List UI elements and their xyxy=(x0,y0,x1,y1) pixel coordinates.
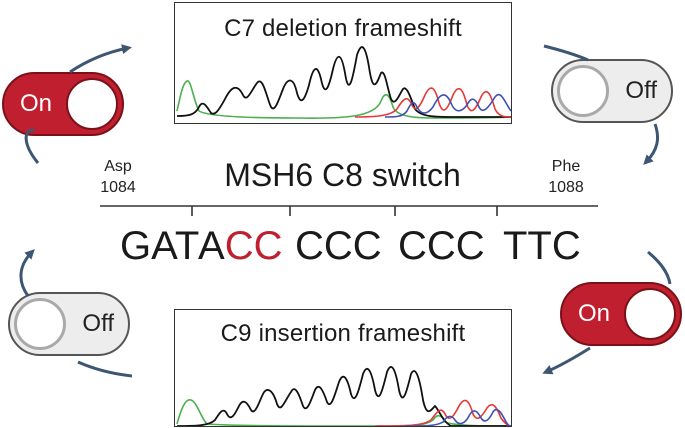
arrow-left-lower-icon xyxy=(19,249,35,297)
arrow-left-upper-icon xyxy=(24,128,40,164)
toggle-switch-on-bottom-right: On xyxy=(560,282,682,346)
toggle-label-on: On xyxy=(578,300,611,327)
toggle-label-off: Off xyxy=(82,310,114,337)
trace-blue-bottom xyxy=(404,408,511,426)
panel-title-top: C7 deletion frameshift xyxy=(224,15,462,42)
trace-red-top xyxy=(354,87,511,118)
arrow-bottom-right-icon xyxy=(542,346,591,375)
toggle-knob xyxy=(624,288,676,340)
trace-black-bottom xyxy=(176,366,511,426)
residue-name-phe: Phe xyxy=(551,158,581,175)
arrow-right-upper-icon xyxy=(643,123,660,165)
trace-black-top xyxy=(176,46,511,118)
toggle-label-off: Off xyxy=(625,77,657,104)
residue-position-1088: 1088 xyxy=(548,179,584,196)
gene-title: MSH6 C8 switch xyxy=(224,157,461,193)
codon-divider-line xyxy=(100,205,598,216)
residue-position-1084: 1084 xyxy=(100,179,136,196)
codon-gat: GAT xyxy=(120,224,200,268)
arrow-bottom-left-icon xyxy=(77,360,133,378)
codon-acc: ACC xyxy=(198,222,282,270)
trace-red-bottom xyxy=(374,399,511,426)
codon-ccc-2: CCC xyxy=(398,224,485,268)
toggle-label-on: On xyxy=(20,90,53,117)
residue-name-asp: Asp xyxy=(104,158,132,175)
chromatogram-panel-top: C7 deletion frameshift xyxy=(174,2,512,124)
residue-label-right: Phe 1088 xyxy=(538,156,594,198)
toggle-switch-off-bottom-left: Off xyxy=(8,292,130,356)
trace-green-top xyxy=(176,80,511,119)
chromatogram-trace-bottom xyxy=(176,366,511,426)
arrow-top-right-icon xyxy=(543,44,589,62)
codon-ttc: TTC xyxy=(503,224,581,268)
toggle-knob xyxy=(557,65,609,117)
arrow-right-lower-icon xyxy=(647,250,672,285)
residue-label-left: Asp 1084 xyxy=(94,156,142,198)
chromatogram-trace-top xyxy=(176,46,511,119)
panel-title-bottom: C9 insertion frameshift xyxy=(220,320,466,347)
toggle-switch-off-top-right: Off xyxy=(551,59,673,123)
toggle-knob xyxy=(14,298,66,350)
trace-blue-top xyxy=(384,93,511,118)
chromatogram-panel-bottom: C9 insertion frameshift xyxy=(174,309,512,427)
arrow-top-left-icon xyxy=(69,44,132,74)
toggle-knob xyxy=(66,78,118,130)
codon-acc-a: A xyxy=(198,224,225,268)
codon-ccc-1: CCC xyxy=(295,224,382,268)
codon-acc-cc: CC xyxy=(224,224,283,268)
toggle-switch-on-top-left: On xyxy=(2,72,124,136)
